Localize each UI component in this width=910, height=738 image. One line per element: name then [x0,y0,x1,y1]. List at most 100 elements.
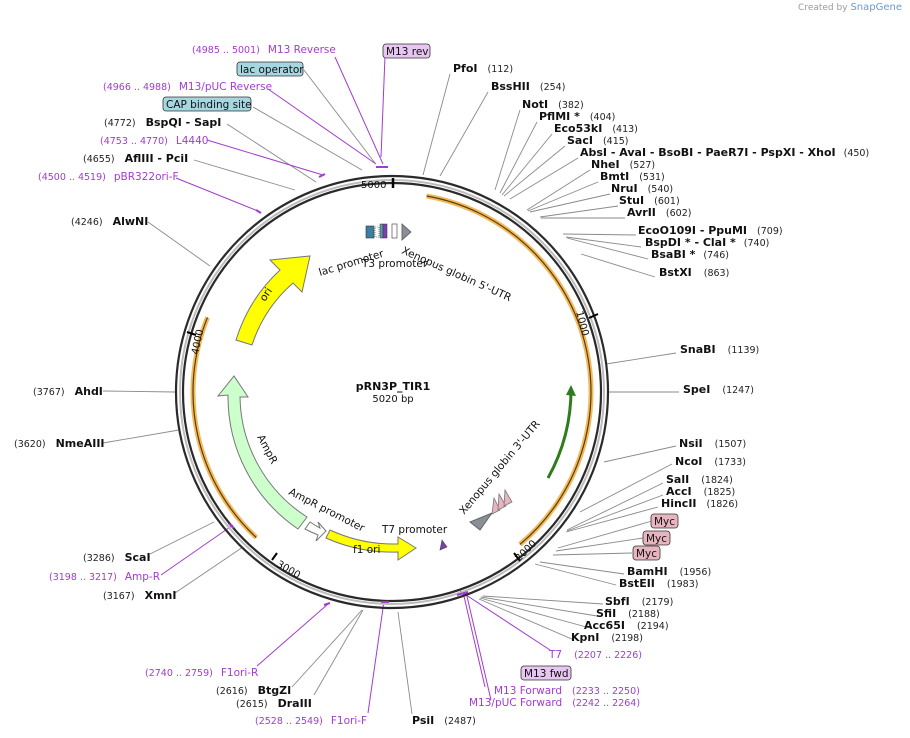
svg-text:NotI(382): NotI(382) [522,98,584,111]
svg-text:StuI(601): StuI (601) [619,194,680,207]
enzyme-name: SfiI [596,607,616,620]
enzyme-pos: (2179) [642,597,674,608]
enzyme-name: PfoI [453,62,478,75]
enzyme-pos: (863) [704,268,730,279]
label-xenopus-5utr: Xenopus globin 5'-UTR [400,245,513,304]
tir1-green-arc [546,387,573,479]
m13-rev-mark [382,223,388,239]
svg-text:SbfI(2179): SbfI(2179) [605,595,673,608]
tag-cap-binding-site: CAP binding site [166,99,252,111]
enzyme-name: NcoI [675,455,702,468]
svg-text:Acc65I(2194): Acc65I (2194) [584,619,669,632]
enzyme-name: BtgZI [258,684,292,697]
primer-m13-reverse: M13 Reverse [268,44,336,56]
svg-text:NsiI(1507): NsiI(1507) [679,437,746,450]
enzyme-pos: (3167) [103,591,135,602]
enzyme-pos: (2616) [216,686,248,697]
primer-range-pbr322ori-f: (4500 .. 4519) [38,172,106,183]
ori-arrow [235,255,311,346]
enzyme-name: BmtI [600,170,629,183]
enzyme-name: SpeI [683,383,710,396]
primer-lines [160,55,551,714]
enzyme-pos: (415) [603,136,629,147]
enzyme-name: StuI [619,194,644,207]
svg-text:(2615)DraIII: (2615)DraIII [236,697,312,710]
orf-arc-left [190,316,258,540]
primer-range-m13-forward: (2233 .. 2250) [572,686,640,697]
enzyme-name: ScaI [125,551,151,564]
svg-text:NcoI(1733): NcoI (1733) [675,455,746,468]
svg-text:BsaBI *(746): BsaBI *(746) [651,248,729,261]
orf-arcs [190,193,594,547]
enzyme-pos: (1139) [728,345,760,356]
primer-range-amp-r: (3198 .. 3217) [49,572,117,583]
enzyme-name: SacI [567,134,593,147]
svg-text:BmtI(531): BmtI(531) [600,170,665,183]
orf-arc-right [426,193,594,547]
primer-range-l4440: (4753 .. 4770) [100,136,168,147]
tag-myc-1: Myc [654,516,675,528]
primer-range-m13-puc-forward: (2242 .. 2264) [572,698,640,709]
enzyme-name: NmeAIII [56,437,105,450]
enzyme-name: Eco53kI [554,122,602,135]
svg-text:(3167)XmnI: (3167)XmnI [103,589,176,602]
svg-text:Eco53kI(413): Eco53kI(413) [554,122,638,135]
plasmid-name: pRN3P_TIR1 [356,380,431,393]
tag-myc-2: Myc [646,533,667,545]
svg-text:M13/pUC Forward(2242 .. 2264): M13/pUC Forward (2242 .. 2264) [469,697,640,709]
primer-f1ori-f: F1ori-F [331,715,367,727]
svg-text:HincII(1826): HincII(1826) [661,497,738,510]
tick-4000: 4000 [190,328,206,355]
primer-m13-puc-forward: M13/pUC Forward [469,697,562,709]
svg-text:(2528 .. 2549)F1ori-F: (2528 .. 2549)F1ori-F [255,715,367,727]
svg-text:(4772)BspQI - SapI: (4772)BspQI - SapI [104,116,221,129]
svg-text:PflMI *(404): PflMI *(404) [539,110,615,123]
enzyme-pos: (3767) [33,387,65,398]
enzyme-pos: (601) [654,196,680,207]
myc-arrow-3 [503,488,513,507]
tag-myc-3: Myc [636,548,657,560]
enzyme-pos: (4772) [104,118,136,129]
snapgene-brand: SnapGene [850,2,902,13]
enzyme-name: Acc65I [584,619,625,632]
enzyme-name: NsiI [679,437,703,450]
enzyme-name: KpnI [571,631,599,644]
enzyme-name: AccI [666,485,692,498]
svg-text:(3286)ScaI: (3286) ScaI [83,551,151,564]
leader-lines [102,69,679,715]
enzyme-name: AhdI [75,385,103,398]
enzyme-name: SnaBI [680,343,716,356]
svg-text:(4985 .. 5001)M13 Reverse: (4985 .. 5001)M13 Reverse [192,44,336,56]
ampr-promoter-arrow [304,521,327,542]
enzyme-pos: (254) [540,82,566,93]
t7-promoter-arrow [439,539,448,551]
enzyme-pos: (2198) [611,633,643,644]
svg-text:(2616)BtgZI: (2616) BtgZI [216,684,291,697]
enzyme-pos: (1733) [714,457,746,468]
primer-range-f1ori-r: (2740 .. 2759) [145,668,213,679]
orf-arc-right-core [426,195,592,545]
t3-promoter-mark [391,223,398,239]
svg-text:(4655)AflIII - PciI: (4655)AflIII - PciI [83,152,188,165]
feature-arrows [216,223,576,561]
enzyme-pos: (2194) [637,621,669,632]
enzyme-pos: (3286) [83,553,115,564]
primer-amp-r: Amp-R [125,571,160,583]
svg-text:(4500 .. 4519)pBR322ori-F: (4500 .. 4519)pBR322ori-F [38,171,179,183]
svg-text:SnaBI(1139): SnaBI (1139) [680,343,759,356]
enzyme-pos: (740) [744,238,770,249]
ampr-arrow [216,375,308,530]
enzyme-pos: (3620) [14,439,46,450]
enzyme-name: AbsI - AvaI - BsoBI - PaeR7I - PspXI - X… [580,146,836,159]
enzyme-name: BstXI [659,266,692,279]
enzyme-pos: (527) [630,160,656,171]
tags: M13 rev lac operator CAP binding site My… [162,43,679,681]
primer-range-t7: (2207 .. 2226) [574,650,642,661]
primer-range-m13-puc-reverse: (4966 .. 4988) [103,82,171,93]
credit-prefix: Created by [798,3,848,13]
xenopus-3utr-arrow [469,511,494,531]
svg-text:AvrII(602): AvrII(602) [627,206,691,219]
svg-text:NheI(527): NheI(527) [591,158,655,171]
enzyme-name: EcoO109I - PpuMI [638,224,747,237]
